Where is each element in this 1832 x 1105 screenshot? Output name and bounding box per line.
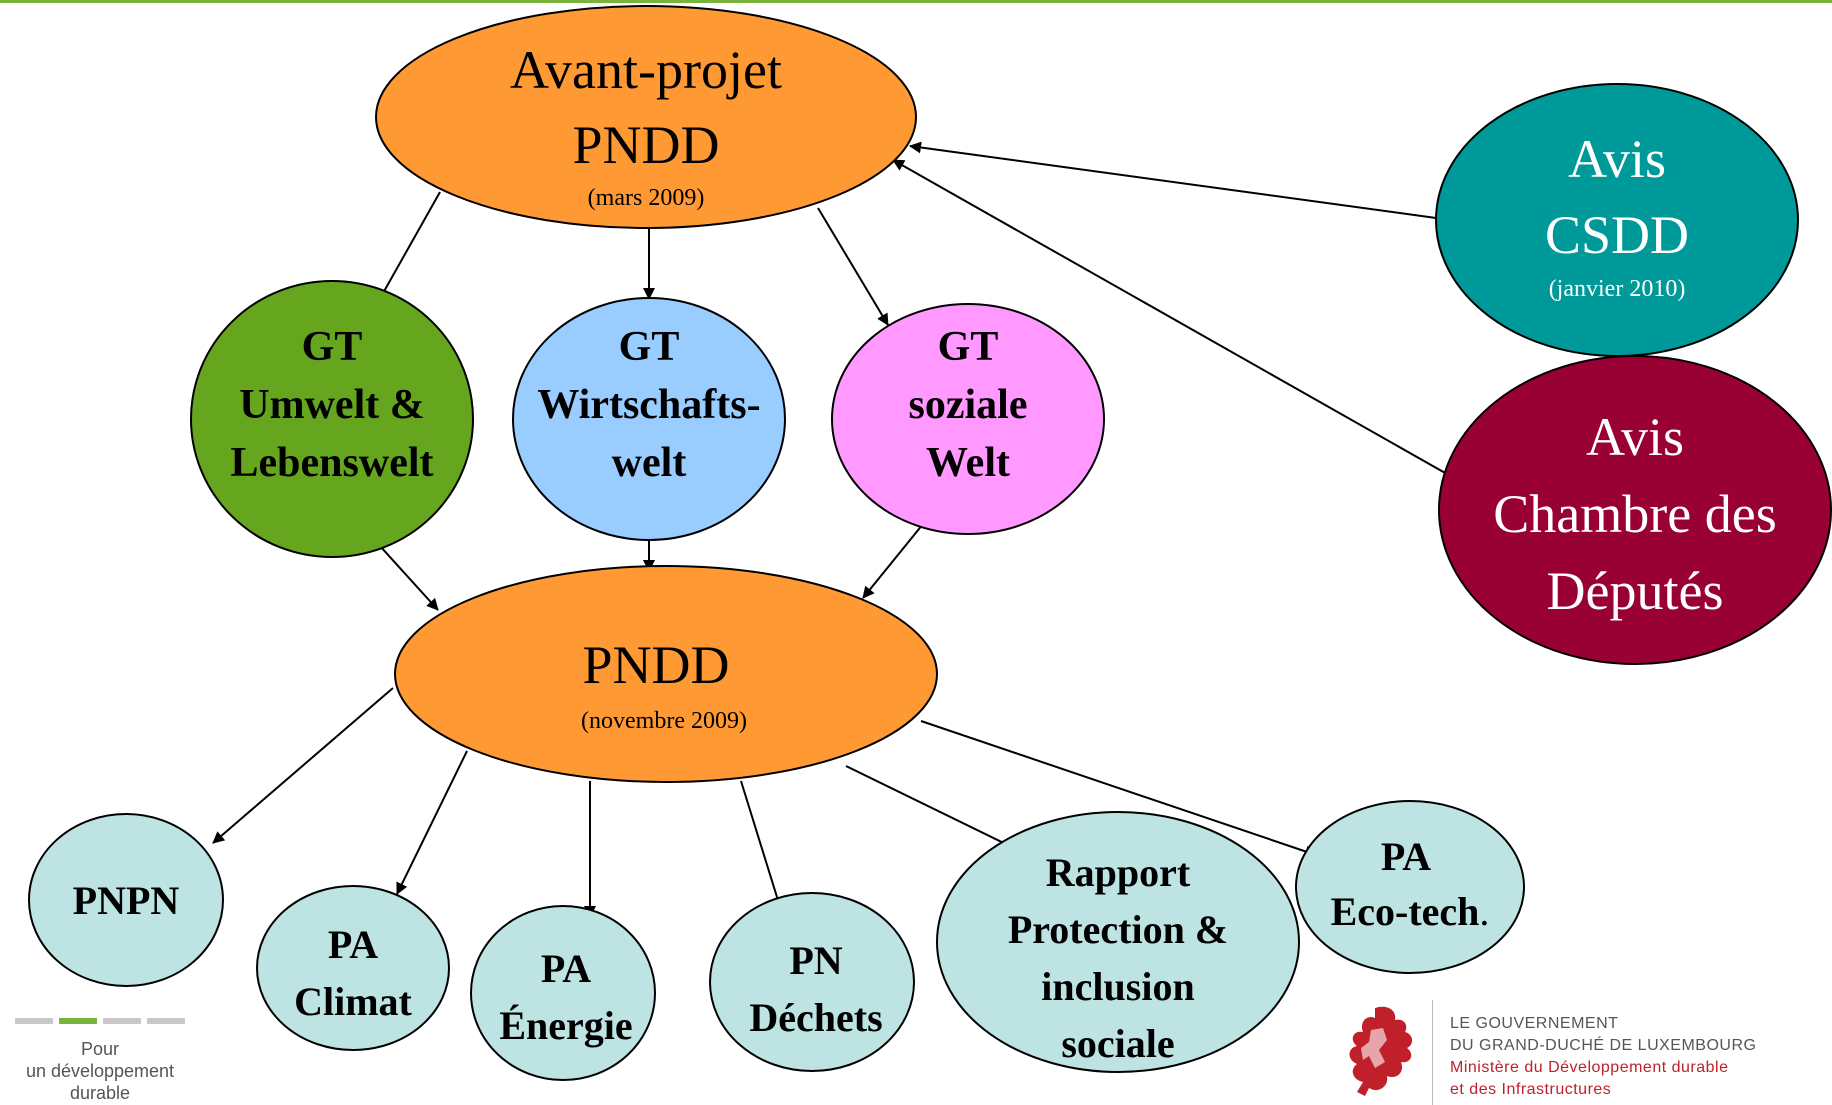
arrow-pndd-to-rapport (845, 765, 1021, 852)
node-gt-wirtschaft-shape (512, 297, 786, 541)
top-accent-line (0, 0, 1832, 3)
node-avis-chambre-line1: Avis (1586, 407, 1684, 467)
node-avant-projet: Avant-projet PNDD (mars 2009) (375, 5, 917, 229)
arrows (212, 141, 1455, 918)
gov-line3: Ministère du Développement durable (1450, 1059, 1729, 1076)
node-avis-chambre-shape (1438, 355, 1832, 665)
tagline-line1: Pour (80, 1039, 120, 1059)
arrow-csdd-to-avant (909, 141, 1437, 219)
node-pa-ecotech-line1: PA (1381, 834, 1431, 879)
node-gt-wirtschaft: GT Wirtschafts- welt (512, 297, 786, 541)
node-pa-ecotech: PA Eco-tech. (1295, 800, 1525, 974)
node-rapport: Rapport Protection & inclusion sociale (936, 811, 1300, 1073)
node-rapport-line4: sociale (1061, 1021, 1174, 1066)
node-pnpn: PNPN (28, 813, 224, 987)
node-pnpn-line1: PNPN (73, 878, 180, 923)
node-pn-dechets-line1: PN (789, 938, 842, 983)
tagline-bar (103, 1018, 141, 1024)
node-gt-umwelt-line1: GT (302, 324, 363, 370)
node-gt-soziale-line1: GT (938, 324, 999, 370)
node-pn-dechets-shape (709, 892, 915, 1072)
node-gt-umwelt-line2: Umwelt & (239, 382, 424, 428)
node-pa-ecotech-line2-suffix: . (1479, 889, 1489, 934)
node-pndd-line1: PNDD (582, 635, 729, 695)
node-avis-csdd-date: (janvier 2010) (1549, 276, 1686, 302)
node-rapport-shape (936, 811, 1300, 1073)
node-gt-soziale: GT soziale Welt (831, 303, 1105, 535)
node-rapport-line3: inclusion (1041, 964, 1194, 1009)
node-pndd-shape (394, 565, 938, 783)
node-pa-energie-line2: Énergie (499, 1003, 632, 1048)
node-pa-climat-line1: PA (328, 922, 378, 967)
node-pa-ecotech-shape (1295, 800, 1525, 974)
node-gt-wirtschaft-line1: GT (619, 324, 680, 370)
node-pndd: PNDD (novembre 2009) (394, 565, 938, 783)
node-pa-energie-shape (470, 905, 656, 1081)
node-gt-soziale-line3: Welt (926, 440, 1010, 486)
node-gt-soziale-line2: soziale (909, 382, 1028, 428)
footer-tagline: Pour un développement durable (10, 1018, 190, 1104)
node-avant-projet-line2: PNDD (572, 115, 719, 175)
node-pa-energie: PA Énergie (470, 905, 656, 1081)
node-avant-projet-line1: Avant-projet (510, 40, 782, 100)
tagline-bars (10, 1018, 190, 1024)
node-avis-chambre-line3: Députés (1547, 561, 1724, 621)
arrow-avant-to-gt-soziale (817, 207, 889, 326)
arrow-chambre-to-avant (892, 159, 1455, 479)
node-pnpn-shape (28, 813, 224, 987)
node-pn-dechets: PN Déchets (709, 892, 915, 1072)
node-avis-chambre: Avis Chambre des Députés (1438, 355, 1832, 665)
arrow-pndd-to-pn-dechets (740, 780, 784, 911)
node-avis-csdd-line1: Avis (1568, 129, 1666, 189)
node-gt-wirtschaft-line3: welt (612, 440, 687, 486)
arrow-pndd-to-pa-climat (396, 750, 468, 895)
arrow-avant-to-gt-umwelt (377, 191, 441, 303)
node-gt-umwelt-line3: Lebenswelt (231, 440, 434, 486)
tagline-bar-accent (59, 1018, 97, 1024)
gov-line4: et des Infrastructures (1450, 1081, 1612, 1098)
tagline-line3: durable (69, 1083, 131, 1103)
node-pndd-date: (novembre 2009) (581, 708, 747, 734)
node-avant-projet-shape (375, 5, 917, 229)
gov-line2: DU GRAND-DUCHÉ DE LUXEMBOURG (1450, 1037, 1757, 1054)
node-avant-projet-date: (mars 2009) (588, 185, 705, 211)
node-gt-umwelt-shape (190, 280, 474, 558)
node-pa-climat: PA Climat (256, 885, 450, 1051)
node-pn-dechets-line2: Déchets (749, 995, 882, 1040)
tagline-bar (147, 1018, 185, 1024)
tagline-bar (15, 1018, 53, 1024)
node-pa-ecotech-line2: Eco-tech. (1331, 889, 1490, 934)
node-rapport-line1: Rapport (1046, 850, 1191, 895)
node-avis-csdd-line2: CSDD (1545, 205, 1689, 265)
node-rapport-line2: Protection & (1008, 907, 1228, 952)
node-pa-climat-shape (256, 885, 450, 1051)
node-pa-climat-line2: Climat (294, 979, 412, 1024)
arrow-pndd-to-pa-ecotech (920, 720, 1317, 858)
node-gt-umwelt: GT Umwelt & Lebenswelt (190, 280, 474, 558)
tagline-line2: un développement (25, 1061, 175, 1081)
node-avis-chambre-line2: Chambre des (1493, 484, 1776, 544)
node-gt-soziale-shape (831, 303, 1105, 535)
arrow-gt-soziale-to-pndd (862, 523, 924, 599)
gov-signature: LE GOUVERNEMENT DU GRAND-DUCHÉ DE LUXEMB… (1450, 1013, 1756, 1101)
gov-divider (1432, 1000, 1433, 1105)
node-pa-energie-line1: PA (541, 946, 591, 991)
arrow-pndd-to-pnpn (212, 687, 394, 844)
node-gt-wirtschaft-line2: Wirtschafts- (537, 382, 760, 428)
node-pa-ecotech-line2-text: Eco-tech (1331, 889, 1480, 934)
node-avis-csdd: Avis CSDD (janvier 2010) (1435, 83, 1799, 357)
gov-line1: LE GOUVERNEMENT (1450, 1015, 1619, 1032)
red-lion-icon (1349, 1006, 1413, 1096)
